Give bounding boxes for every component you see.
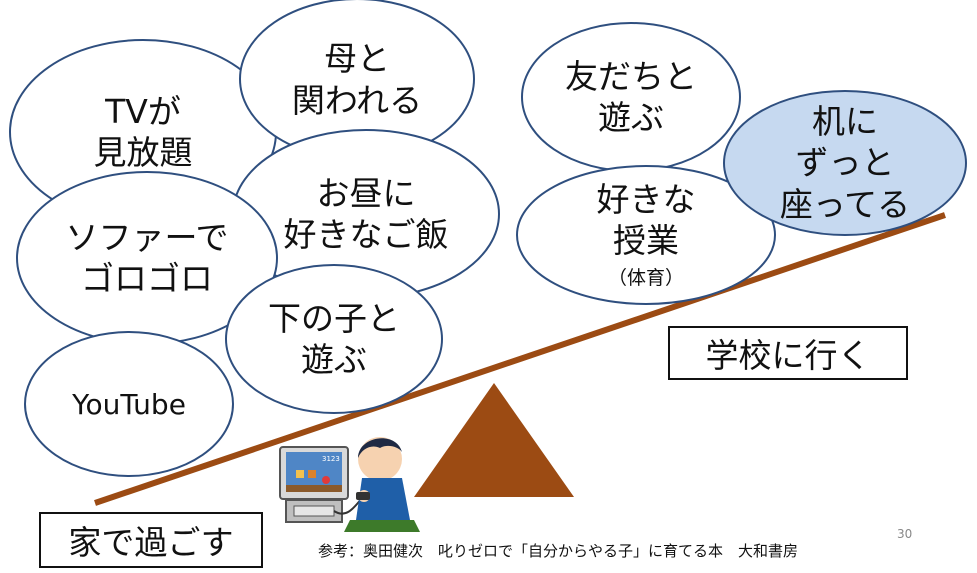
child-legs xyxy=(344,520,420,532)
bubble-text: 関われる xyxy=(291,80,423,120)
child-head xyxy=(358,437,402,481)
bubble-class: 好きな 授業 （体育） xyxy=(517,166,775,304)
seesaw-beam xyxy=(94,212,946,506)
bubble-shape-youtube xyxy=(24,331,234,477)
bubble-tv: TVが 見放題 xyxy=(10,40,276,224)
bubble-text: お昼に xyxy=(316,173,416,213)
page-number: 30 xyxy=(897,527,913,541)
bubble-lunch: お昼に 好きなご飯 xyxy=(233,130,499,298)
bubble-text: ずっと xyxy=(795,143,895,183)
bubble-mother: 母と 関われる xyxy=(240,0,474,159)
reference-citation: 参考：奥田健次 叱りゼロで「自分からやる子」に育てる本 大和書房 xyxy=(318,542,799,560)
fulcrum-triangle xyxy=(414,383,574,497)
console-box xyxy=(293,505,335,517)
bubble-text: 好きなご飯 xyxy=(283,215,449,254)
bubble-text: 母と xyxy=(324,39,390,79)
bubble-text: 遊ぶ xyxy=(598,98,664,137)
bubble-text: 机に xyxy=(812,102,878,142)
child-body xyxy=(356,478,410,520)
bubble-text: TVが xyxy=(105,91,181,131)
bubble-shape-desk xyxy=(723,90,967,236)
bubble-text: 友だちと xyxy=(565,56,697,96)
bubble-text: 遊ぶ xyxy=(301,340,367,379)
bubble-sofa: ソファーで ゴロゴロ xyxy=(17,172,277,344)
screen-ground xyxy=(286,485,342,492)
game-controller xyxy=(356,492,370,500)
game-illustration: 3123 xyxy=(279,437,420,532)
bubble-friends: 友だちと 遊ぶ xyxy=(522,23,740,171)
bubble-text: 座ってる xyxy=(779,184,911,224)
bubble-text: 下の子と xyxy=(268,298,400,338)
label-home: 家で過ごす xyxy=(39,512,263,568)
bubble-text: 見放題 xyxy=(93,133,193,172)
bubble-text: YouTube xyxy=(72,387,186,421)
bubble-youtube: YouTube xyxy=(25,332,233,476)
bubble-text: ゴロゴロ xyxy=(81,259,213,298)
bubble-text: 好きな xyxy=(596,179,696,219)
bubble-text: 授業 xyxy=(613,221,679,261)
screen-block xyxy=(308,470,316,478)
bubble-desk: 机に ずっと 座ってる xyxy=(724,91,966,235)
bubble-shape-sibling xyxy=(225,264,443,414)
bubble-shape-class xyxy=(516,165,776,305)
screen-character xyxy=(322,476,330,484)
screen-block xyxy=(296,470,304,478)
child-hair xyxy=(358,438,402,458)
bubble-text: ソファーで xyxy=(65,217,229,257)
screen-score: 3123 xyxy=(322,455,340,463)
bubble-sibling: 下の子と 遊ぶ xyxy=(226,265,442,413)
label-school: 学校に行く xyxy=(668,326,908,380)
bubble-subtext: （体育） xyxy=(607,267,684,290)
